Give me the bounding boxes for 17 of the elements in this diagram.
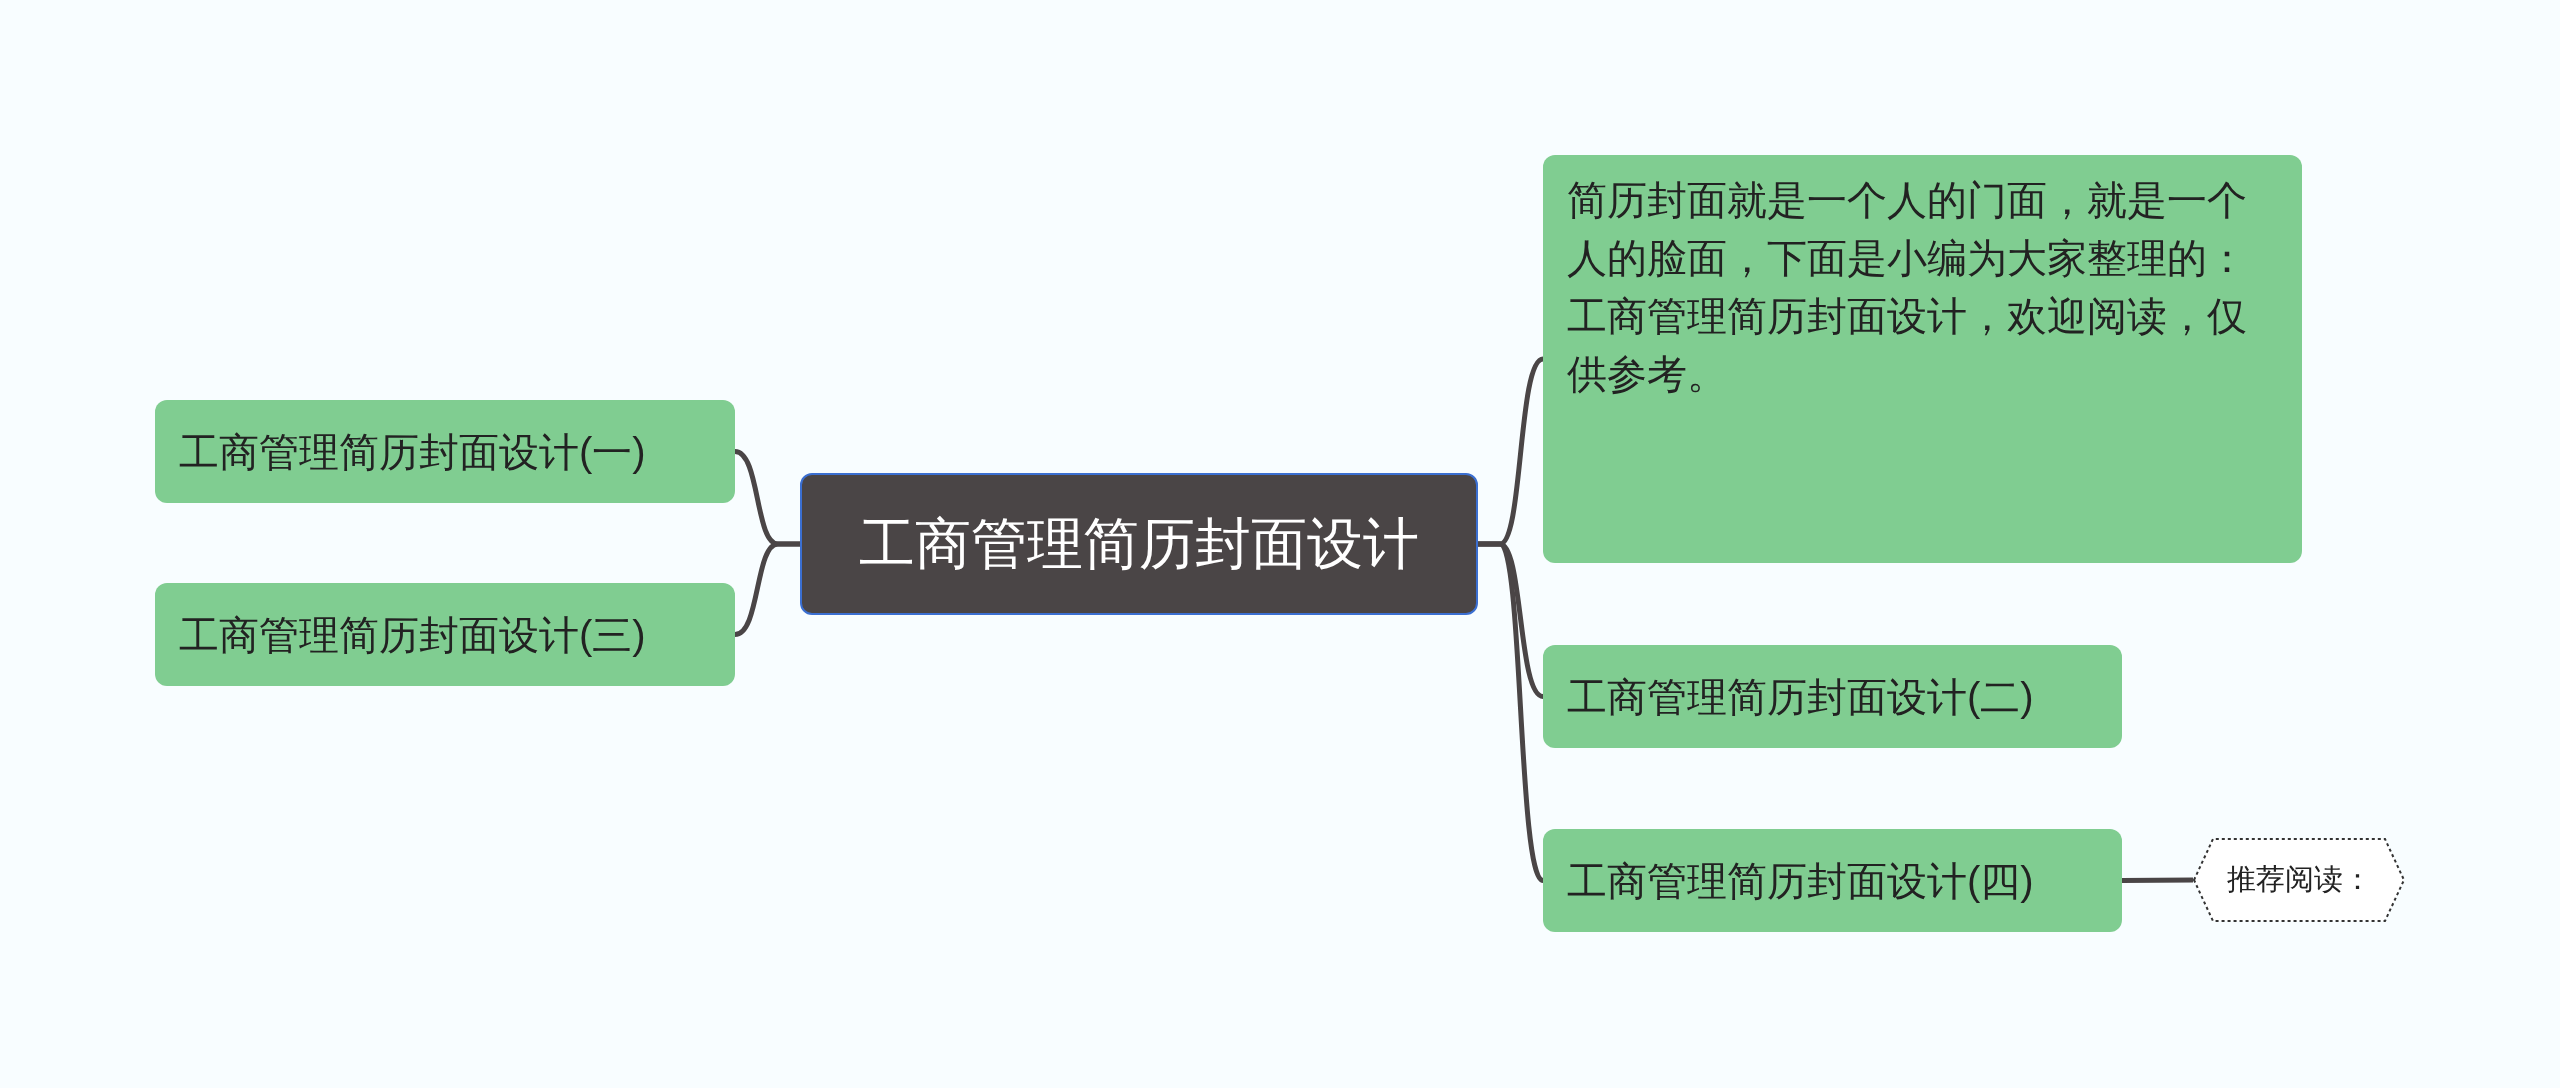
topic-text: 工商管理简历封面设计(一) xyxy=(179,428,646,476)
topic-box xyxy=(155,583,735,686)
topic-box xyxy=(1543,829,2122,932)
connector xyxy=(734,541,800,637)
central-topic-box xyxy=(800,473,1478,615)
topic-text: 工商管理简历封面设计(三) xyxy=(179,611,646,659)
topic-text: 推荐阅读： xyxy=(2226,862,2372,898)
topic-box xyxy=(155,400,735,503)
connector xyxy=(1478,541,1545,883)
topic-box xyxy=(1543,645,2122,748)
topic-text: 工商管理简历封面设计(二) xyxy=(1567,673,2034,721)
tag-hexagon xyxy=(2193,838,2405,922)
topic-text: 工商管理简历封面设计 xyxy=(859,511,1419,577)
topic-text: 简历封面就是一个人的门面，就是一个人的脸面，下面是小编为大家整理的：工商管理简历封面设计，欢迎阅读，仅供参考。 xyxy=(1567,177,2248,398)
topic-text: 工商管理简历封面设计(四) xyxy=(1567,857,2034,905)
connector xyxy=(2122,877,2193,883)
note-box xyxy=(1543,155,2302,563)
